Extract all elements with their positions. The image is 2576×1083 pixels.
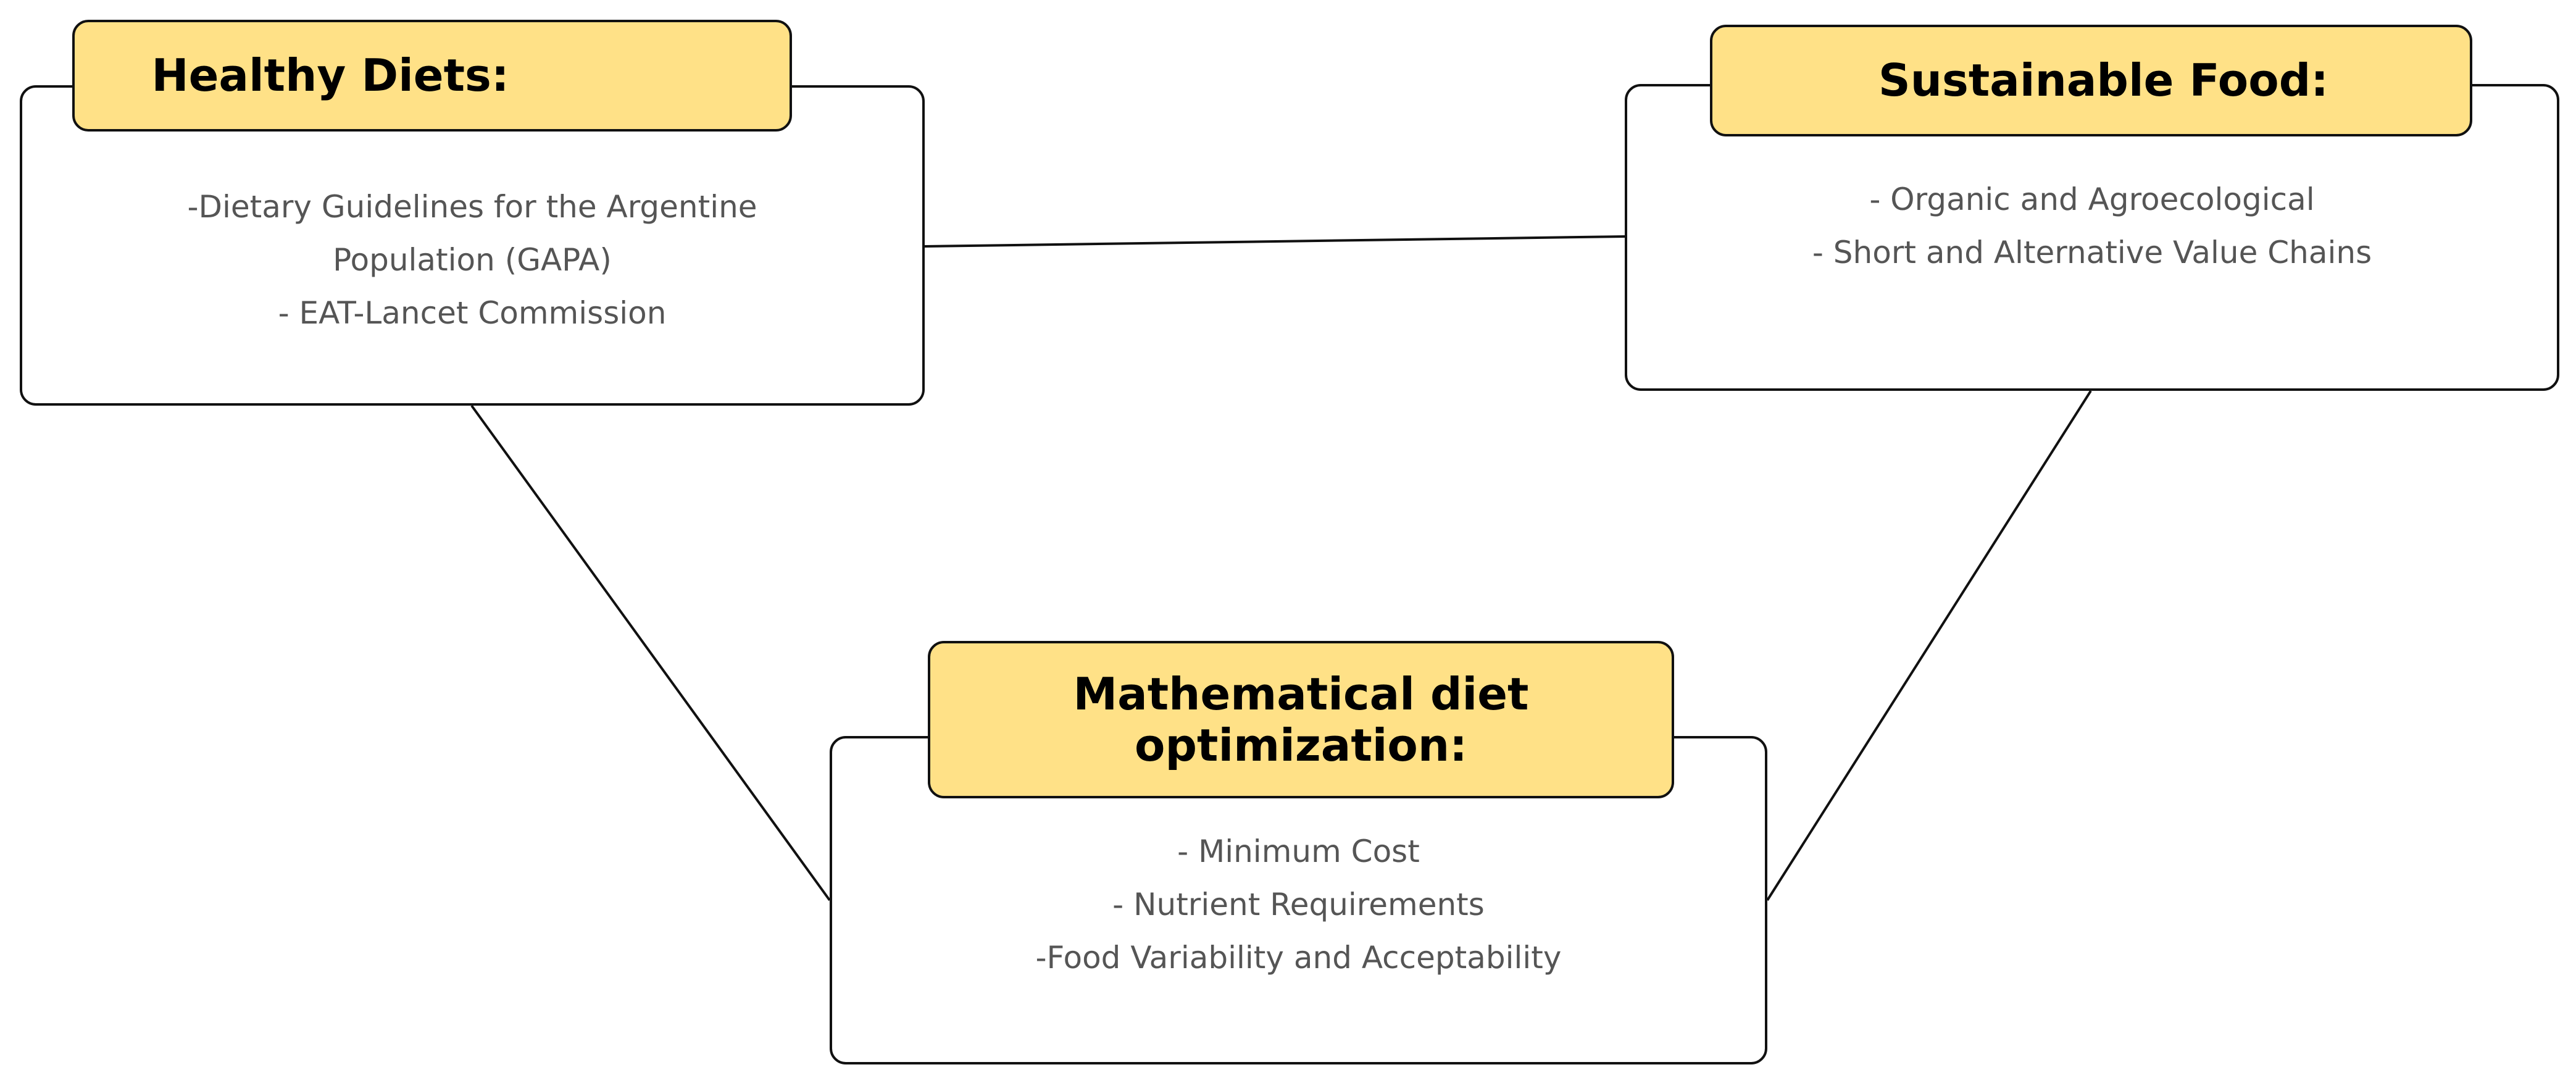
healthy-diets-items: -Dietary Guidelines for the Argentine Po… xyxy=(22,180,922,340)
node-item: - Short and Alternative Value Chains xyxy=(1812,235,2372,270)
node-item: -Food Variability and Acceptability xyxy=(1035,940,1562,976)
node-item: - Minimum Cost xyxy=(1177,834,1420,869)
link-healthy-sustainable xyxy=(924,235,1625,248)
sustainable-food-items: - Organic and Agroecological - Short and… xyxy=(1627,173,2557,279)
healthy-diets-title: Healthy Diets: xyxy=(72,20,792,132)
node-item: -Dietary Guidelines for the Argentine xyxy=(187,189,757,225)
math-optimization-title: Mathematical diet optimization: xyxy=(928,641,1674,798)
node-item: Population (GAPA) xyxy=(333,242,612,278)
math-optimization-items: - Minimum Cost - Nutrient Requirements -… xyxy=(832,825,1765,984)
sustainable-food-title: Sustainable Food: xyxy=(1710,25,2472,136)
node-item: - Organic and Agroecological xyxy=(1869,182,2315,217)
link-healthy-math xyxy=(470,404,831,901)
node-item: - Nutrient Requirements xyxy=(1112,887,1485,922)
node-item: - EAT-Lancet Commission xyxy=(278,295,667,331)
link-sustainable-math xyxy=(1766,390,2092,901)
healthy-diets-node: -Dietary Guidelines for the Argentine Po… xyxy=(20,85,925,406)
